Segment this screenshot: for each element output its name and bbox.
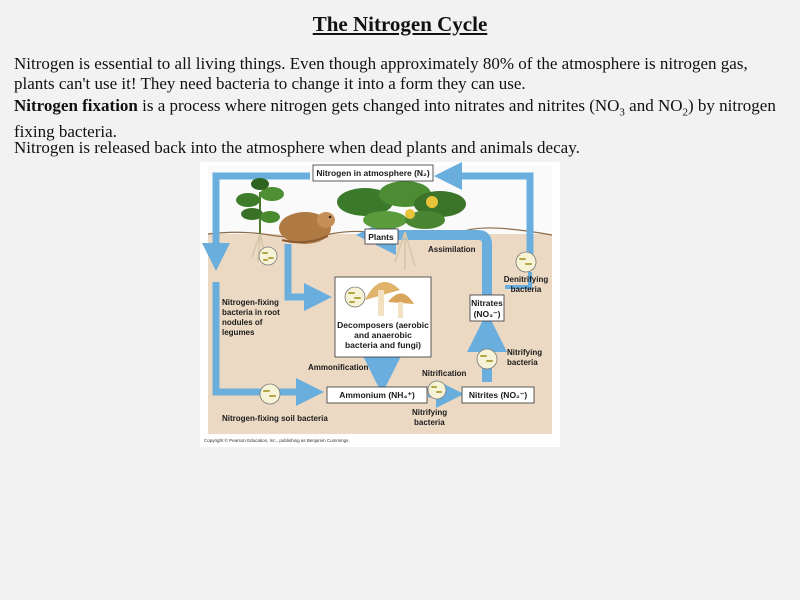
root-bacteria-label-1: Nitrogen-fixing bbox=[222, 298, 279, 307]
root-bacteria-icon bbox=[258, 246, 278, 266]
denitrifying-label-2: bacteria bbox=[511, 285, 542, 294]
nitrifying-bottom-label-2: bacteria bbox=[414, 418, 445, 427]
fixation-text-c: ) by nitrogen fixing bacteria. bbox=[14, 96, 776, 142]
root-bacteria-label-2: bacteria in root bbox=[222, 308, 280, 317]
subscript-2: 2 bbox=[682, 106, 689, 119]
decomposers-label-1: Decomposers (aerobic bbox=[337, 320, 429, 330]
soil-bacteria-label: Nitrogen-fixing soil bacteria bbox=[222, 414, 328, 423]
nitrates-label-1: Nitrates bbox=[471, 298, 503, 308]
decomposers-label-2: and anaerobic bbox=[354, 330, 412, 340]
plants-label: Plants bbox=[368, 232, 394, 242]
nitrification-label: Nitrification bbox=[422, 369, 467, 378]
nitrifying-bacteria-icon-bottom bbox=[427, 380, 447, 400]
arrow-denitrify-to-atmosphere bbox=[434, 162, 534, 254]
nitrates-label-2: (NO₃⁻) bbox=[474, 309, 501, 319]
decomposer-bacteria-icon bbox=[344, 286, 366, 308]
arrow-atmosphere-to-root bbox=[202, 172, 310, 271]
nitrifying-right-label-1: Nitrifying bbox=[507, 348, 542, 357]
plants-box bbox=[364, 228, 399, 245]
subscript-3: 3 bbox=[619, 106, 625, 119]
arrow-nitrates-to-denitrify bbox=[505, 272, 532, 289]
ammonium-label: Ammonium (NH₄⁺) bbox=[339, 390, 415, 400]
fixation-text-a: is a process where nitrogen gets changed… bbox=[137, 96, 620, 115]
page-title: The Nitrogen Cycle bbox=[312, 12, 488, 36]
mushroom-icon bbox=[365, 282, 414, 318]
decomposers-label-3: bacteria and fungi) bbox=[345, 340, 421, 350]
atmosphere-box bbox=[312, 164, 434, 182]
nitrites-label: Nitrites (NO₂⁻) bbox=[469, 390, 527, 400]
copyright-text: Copyright © Pearson Education, Inc., pub… bbox=[204, 437, 350, 443]
fixation-paragraph: Nitrogen fixation is a process where nit… bbox=[14, 96, 786, 142]
nitrifying-right-label-2: bacteria bbox=[507, 358, 538, 367]
fixation-text-b: and NO bbox=[624, 96, 683, 115]
nitrifying-bottom-label-1: Nitrifying bbox=[412, 408, 447, 417]
nitrogen-cycle-diagram: Nitrogen in atmosphere (N₂) Plants Decom… bbox=[200, 162, 560, 447]
legume-plant bbox=[236, 178, 284, 263]
ammonification-label: Ammonification bbox=[308, 363, 369, 372]
fixation-term: Nitrogen fixation bbox=[14, 96, 138, 115]
ammonium-box bbox=[326, 386, 428, 404]
nitrites-box bbox=[461, 386, 535, 404]
atmosphere-label: Nitrogen in atmosphere (N₂) bbox=[316, 168, 430, 178]
decay-paragraph: Nitrogen is released back into the atmos… bbox=[14, 138, 580, 157]
denitrifying-bacteria-icon bbox=[515, 251, 537, 273]
soil-bacteria-icon bbox=[259, 383, 281, 405]
assimilation-label: Assimilation bbox=[428, 245, 476, 254]
root-bacteria-label-3: nodules of bbox=[222, 318, 263, 327]
arrow-plant-to-decomposers bbox=[284, 244, 332, 311]
crop-plant bbox=[337, 181, 466, 270]
mole-icon bbox=[279, 212, 335, 244]
nitrates-box bbox=[469, 294, 505, 322]
root-bacteria-label-4: legumes bbox=[222, 328, 255, 337]
nitrifying-bacteria-icon-right bbox=[476, 348, 498, 370]
denitrifying-label-1: Denitrifying bbox=[504, 275, 549, 284]
intro-paragraph: Nitrogen is essential to all living thin… bbox=[14, 54, 748, 93]
arrow-assimilation bbox=[356, 215, 492, 300]
